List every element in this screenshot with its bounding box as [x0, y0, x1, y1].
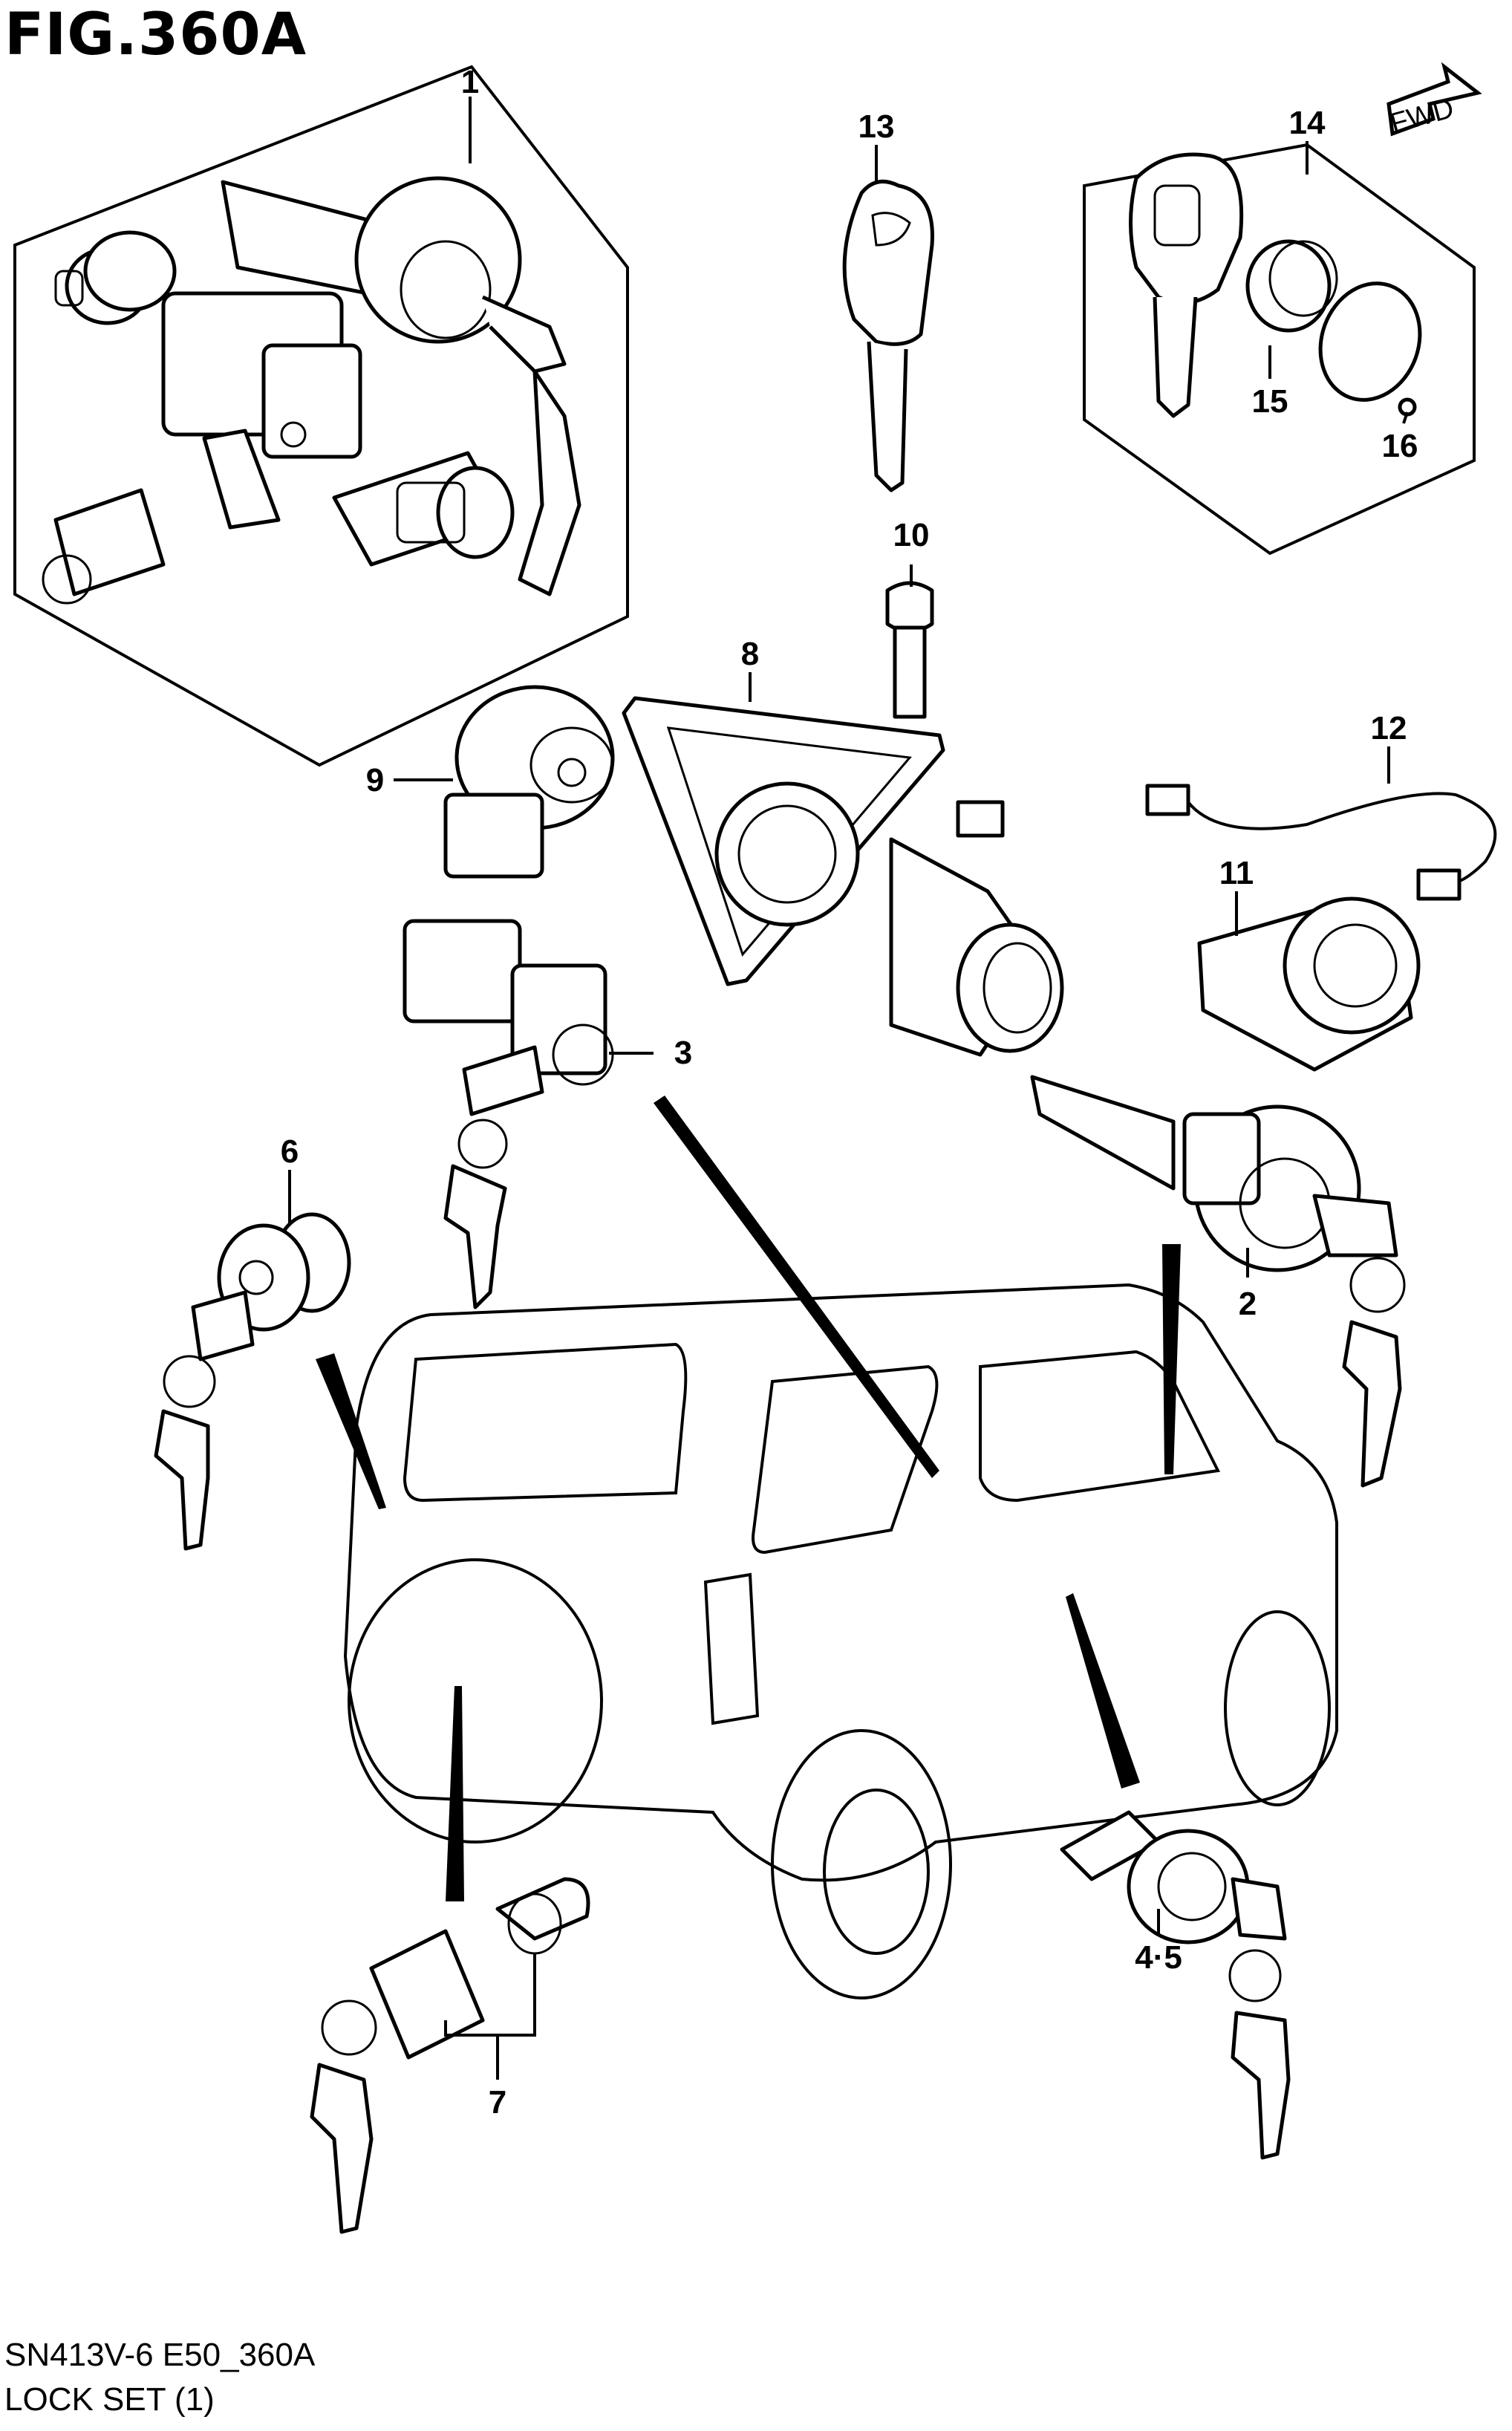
part-2-ignition-lock-cylinder: [1030, 1075, 1406, 1488]
part-11-immobilizer-coil: [1197, 896, 1421, 1072]
callout-2: 2: [1239, 1286, 1257, 1322]
callout-6: 6: [281, 1133, 299, 1170]
part-3-glove-box-lock: [403, 919, 614, 1309]
part-1-lock-set: [42, 176, 581, 605]
pointer-part-3: [654, 1096, 939, 1478]
callout-15: 15: [1252, 383, 1288, 420]
callout-13: 13: [858, 108, 895, 145]
part-13-key: [842, 179, 934, 492]
pointer-part-4-5: [1066, 1593, 1140, 1789]
part-7-spare-tire-lock: [310, 1877, 590, 2234]
callout-12: 12: [1371, 710, 1407, 746]
part-14-key-group: [1129, 152, 1422, 418]
part-4-5-rear-door-lock: [1060, 1810, 1291, 2160]
callout-10: 10: [893, 517, 930, 553]
pointer-part-2: [1162, 1244, 1181, 1474]
callout-9: 9: [366, 762, 384, 798]
callout-7: 7: [489, 2084, 506, 2121]
section-name: LOCK SET (1): [4, 2381, 215, 2418]
callout-1: 1: [461, 64, 479, 100]
callout-4-5: 4·5: [1135, 1939, 1182, 1976]
pointer-part-6: [316, 1353, 386, 1509]
part-1-group-outline: [13, 65, 629, 767]
model-code: SN413V-6 E50_360A: [4, 2337, 316, 2373]
leader-lines: [288, 97, 1409, 2080]
callout-16: 16: [1382, 428, 1418, 464]
callout-14: 14: [1289, 105, 1326, 141]
part-8-steering-lock-housing: [622, 696, 1064, 1057]
fwd-arrow-icon: FWD: [1386, 62, 1482, 140]
callout-3: 3: [674, 1035, 692, 1071]
part-10-bolt: [885, 581, 934, 719]
pointer-part-7: [446, 1686, 464, 1901]
part-9-ignition-switch: [443, 685, 615, 879]
callout-labels: 1 2 3 4·5 6 7 8 9 10 11 12 13 14 15 16: [281, 64, 1418, 2121]
part-14-group-outline: [1083, 143, 1476, 556]
part-6-door-key-cylinder: [154, 1212, 351, 1551]
callout-11: 11: [1219, 855, 1254, 891]
figure-title: FIG.360A: [4, 1, 307, 68]
part-12-cable: [1145, 784, 1497, 901]
vehicle-outline: [343, 1283, 1338, 1999]
callout-8: 8: [741, 636, 759, 672]
